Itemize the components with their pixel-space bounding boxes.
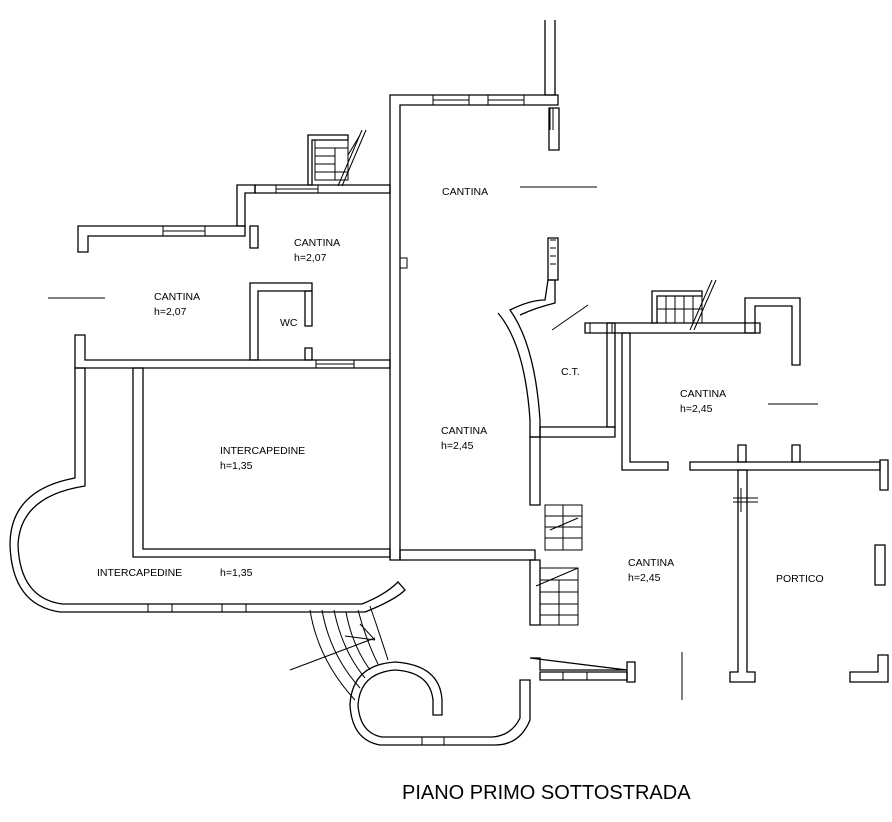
room-name-portico: PORTICO (776, 573, 824, 585)
room-name-cantina-left: CANTINA (154, 291, 200, 303)
room-height-cantina-left: h=2,07 (154, 306, 187, 318)
room-name-intercapedine-outer: INTERCAPEDINE (97, 567, 182, 579)
room-name-cantina-upper-mid: CANTINA (294, 237, 340, 249)
room-name-cantina-top: CANTINA (442, 186, 488, 198)
windows (147, 94, 758, 746)
room-height-cantina-lower: h=2,45 (628, 572, 661, 584)
stairs (289, 129, 717, 701)
room-name-cantina-right: CANTINA (680, 388, 726, 400)
section-lines (48, 186, 818, 700)
room-height-cantina-center: h=2,45 (441, 440, 474, 452)
room-labels: CANTINA CANTINA h=2,07 CANTINA h=2,07 WC… (97, 186, 824, 585)
room-name-intercapedine-inner: INTERCAPEDINE (220, 445, 305, 457)
room-name-ct: C.T. (561, 366, 580, 378)
drawing-title: PIANO PRIMO SOTTOSTRADA (402, 782, 691, 804)
room-height-intercapedine-outer: h=1,35 (220, 567, 253, 579)
room-name-cantina-center: CANTINA (441, 425, 487, 437)
walls (9, 20, 889, 746)
room-name-cantina-lower: CANTINA (628, 557, 674, 569)
room-height-cantina-right: h=2,45 (680, 403, 713, 415)
room-height-intercapedine-inner: h=1,35 (220, 460, 253, 472)
room-name-wc: WC (280, 317, 298, 329)
room-height-cantina-upper-mid: h=2,07 (294, 252, 327, 264)
